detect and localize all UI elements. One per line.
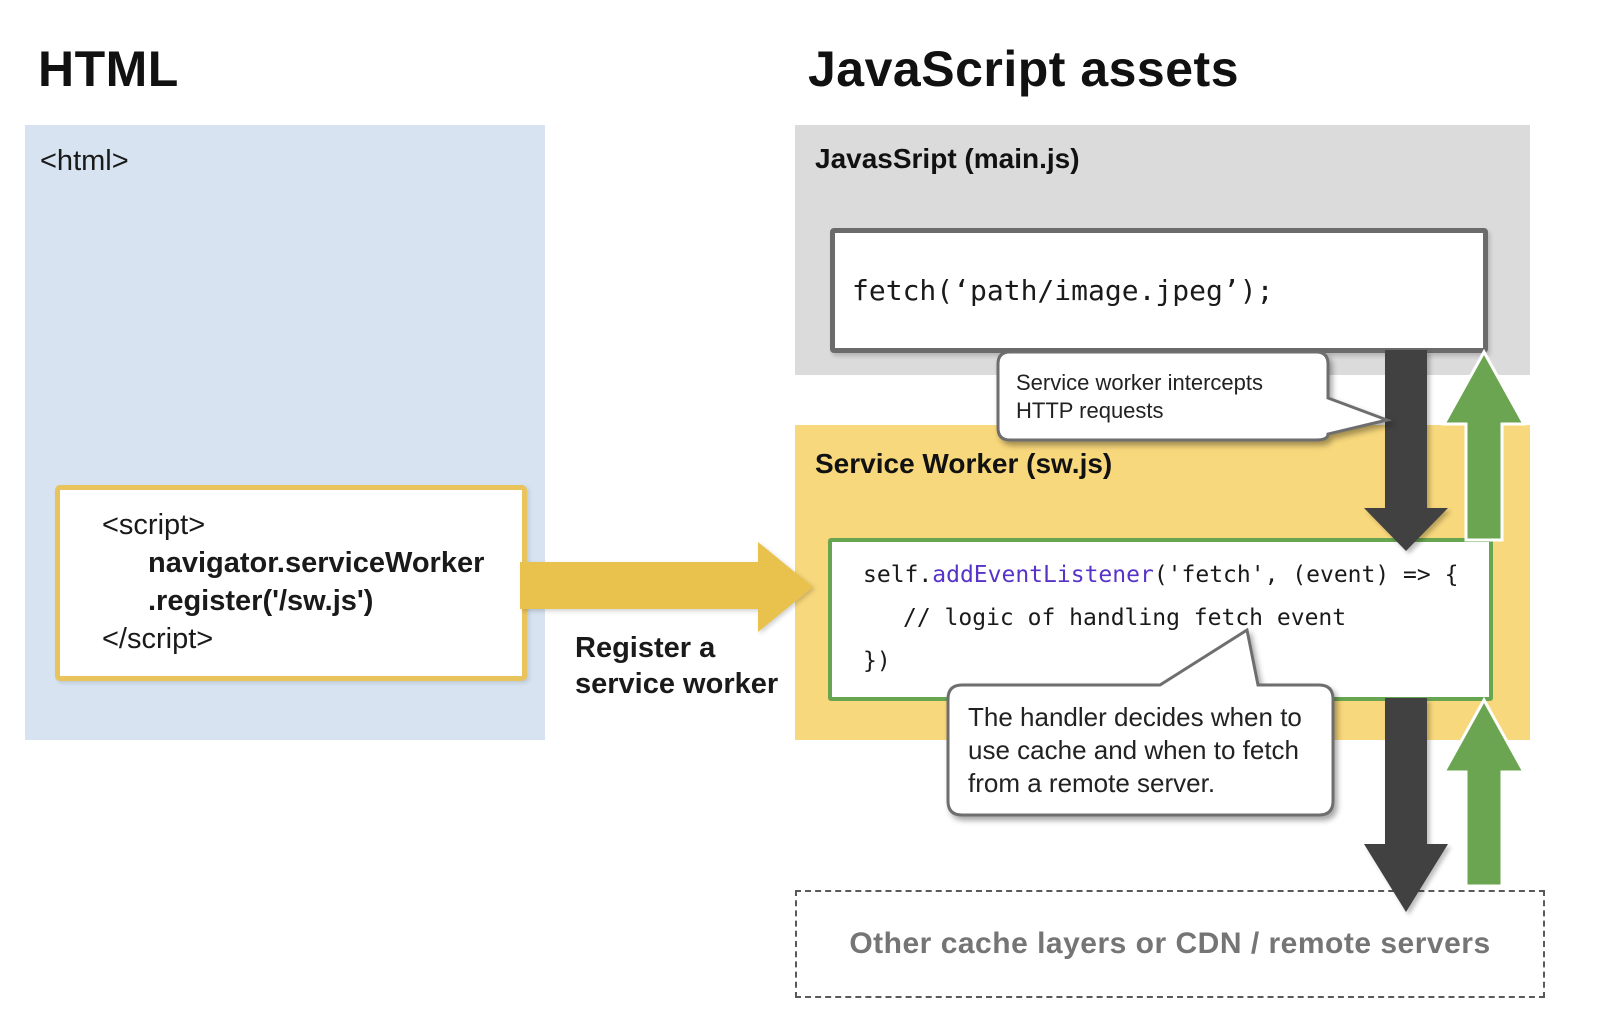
mainjs-panel: JavasSript (main.js) fetch(‘path/image.j… xyxy=(795,125,1530,375)
add-event-listener-token: addEventListener xyxy=(932,562,1154,588)
html-section-title: HTML xyxy=(38,41,179,97)
intercept-callout-text: Service worker intercepts HTTP requests xyxy=(1016,370,1263,423)
cache-layers-box: Other cache layers or CDN / remote serve… xyxy=(795,890,1545,998)
fetch-code: fetch(‘path/image.jpeg’); xyxy=(852,274,1274,307)
script-code-line-2: .register('/sw.js') xyxy=(148,585,374,617)
sw-code-box: self.addEventListener('fetch', (event) =… xyxy=(828,538,1493,701)
html-open-tag: <html> xyxy=(40,145,129,177)
service-worker-panel-label: Service Worker (sw.js) xyxy=(815,448,1113,479)
register-script-box: <script> navigator.serviceWorker .regist… xyxy=(55,485,527,681)
register-arrow-label: Register a service worker xyxy=(575,632,779,700)
javascript-assets-title: JavaScript assets xyxy=(808,41,1240,97)
service-worker-panel: Service Worker (sw.js) self.addEventList… xyxy=(795,425,1530,740)
script-code-line-1: navigator.serviceWorker xyxy=(148,547,485,579)
script-open-tag: <script> xyxy=(102,509,206,541)
register-arrow xyxy=(520,542,813,632)
handler-callout-text: The handler decides when to use cache an… xyxy=(968,702,1302,798)
cache-layers-label: Other cache layers or CDN / remote serve… xyxy=(849,927,1491,960)
fetch-code-box: fetch(‘path/image.jpeg’); xyxy=(830,228,1488,353)
sw-code-line-2: // logic of handling fetch event xyxy=(903,605,1347,631)
mainjs-panel-label: JavasSript (main.js) xyxy=(815,143,1080,174)
sw-code-line-3: }) xyxy=(863,648,891,674)
sw-code-line-1: self.addEventListener('fetch', (event) =… xyxy=(863,562,1459,588)
script-close-tag: </script> xyxy=(102,623,214,655)
